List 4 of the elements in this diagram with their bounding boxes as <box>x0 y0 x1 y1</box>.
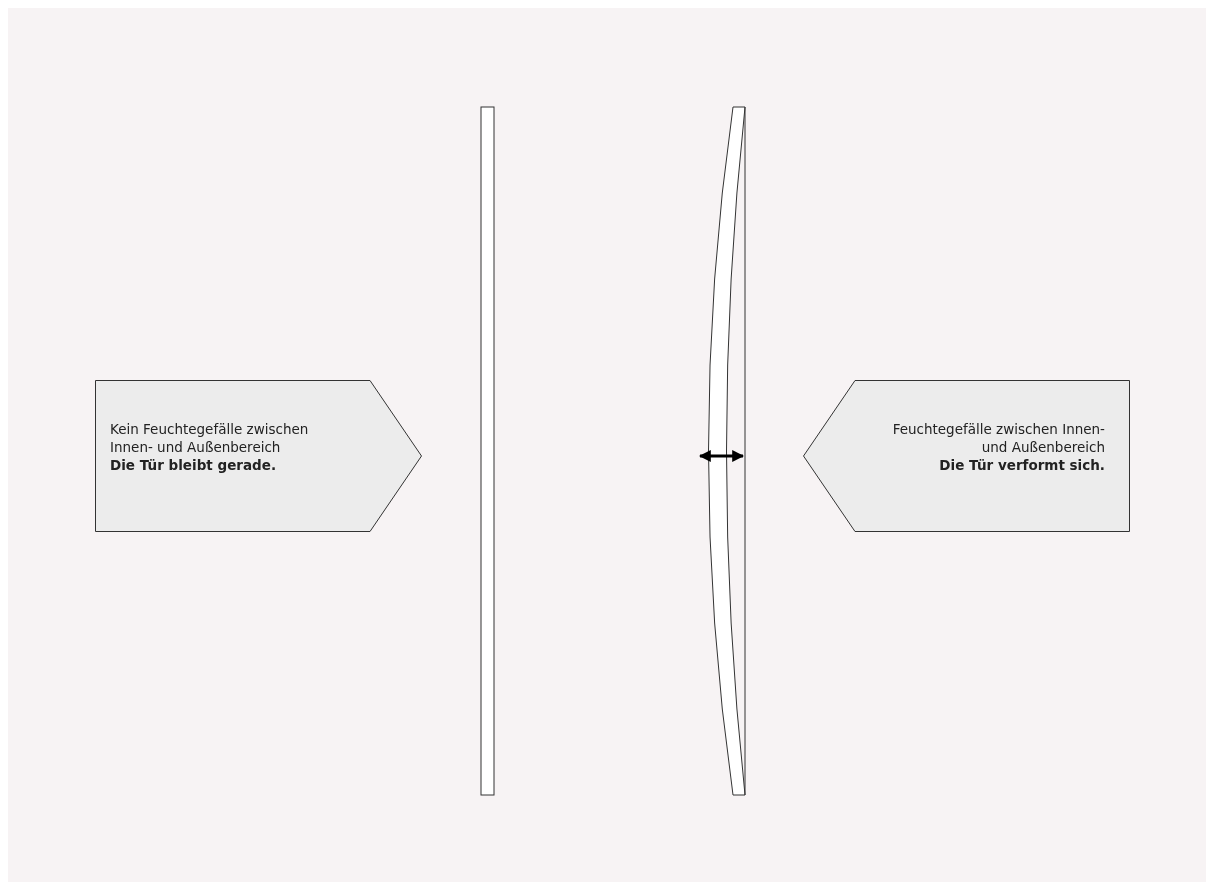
condition-text: Kein Feuchtegefälle zwischen Innen- und Außenbereich <box>110 420 310 456</box>
condition-text: Feuchtegefälle zwischen Innen- und Außenbereich <box>891 420 1105 456</box>
result-text: Die Tür verformt sich. <box>938 456 1105 474</box>
result-text: Die Tür bleibt gerade. <box>110 456 277 474</box>
